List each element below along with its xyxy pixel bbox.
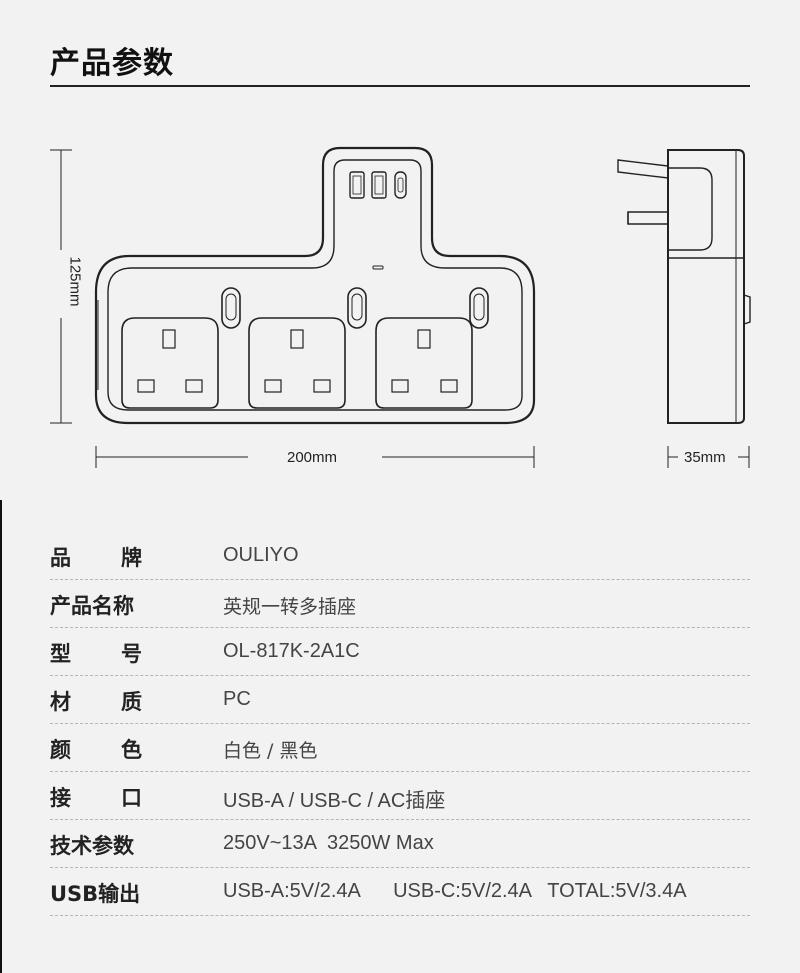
spec-value: OULIYO [223,544,299,566]
spec-label-char: 色 [121,738,142,762]
spec-label: 颜 色 [50,734,142,764]
depth-dimension-label: 35mm [680,449,730,466]
spec-row-usb-output: USB输出 USB-A:5V/2.4A USB-C:5V/2.4A TOTAL:… [50,868,750,916]
spec-label-char: 口 [121,786,142,810]
spec-table: 品 牌 OULIYO 产品名称 英规一转多插座 型 号 OL-817K-2A1C… [50,532,750,916]
spec-label: USB输出 [50,882,141,906]
spec-label-char: 品 [50,546,71,570]
height-dimension-label: 125mm [66,252,84,311]
spec-value: 250V~13A 3250W Max [223,832,434,854]
spec-row-product-name: 产品名称 英规一转多插座 [50,580,750,628]
spec-row-material: 材 质 PC [50,676,750,724]
spec-label-char: 质 [121,690,142,714]
spec-value: 英规一转多插座 [223,596,357,618]
spec-label: 材 质 [50,686,142,716]
spec-label-char: 颜 [50,738,71,762]
spec-label: 技术参数 [50,834,134,858]
spec-value: PC [223,688,251,710]
spec-label-char: 牌 [121,546,142,570]
left-edge-divider [0,500,2,973]
spec-value: 白色 / 黑色 [223,740,318,762]
spec-label-char: 接 [50,786,71,810]
product-drawing [50,146,751,468]
spec-row-interface: 接 口 USB-A / USB-C / AC插座 [50,772,750,820]
spec-label: 接 口 [50,782,142,812]
spec-label: 产品名称 [50,594,134,618]
spec-label: 品 牌 [50,542,142,572]
spec-row-model: 型 号 OL-817K-2A1C [50,628,750,676]
spec-value: OL-817K-2A1C [223,640,360,662]
spec-value: USB-A:5V/2.4A USB-C:5V/2.4A TOTAL:5V/3.4… [223,880,687,902]
spec-row-technical: 技术参数 250V~13A 3250W Max [50,820,750,868]
width-dimension-label: 200mm [283,449,342,466]
page-title: 产品参数 [50,46,174,81]
spec-value: USB-A / USB-C / AC插座 [223,790,446,812]
spec-row-color: 颜 色 白色 / 黑色 [50,724,750,772]
spec-label: 型 号 [50,638,142,668]
spec-label-char: 号 [121,642,142,666]
spec-label-char: 型 [50,642,71,666]
title-divider [50,85,750,87]
spec-label-char: 材 [50,690,71,714]
spec-row-brand: 品 牌 OULIYO [50,532,750,580]
